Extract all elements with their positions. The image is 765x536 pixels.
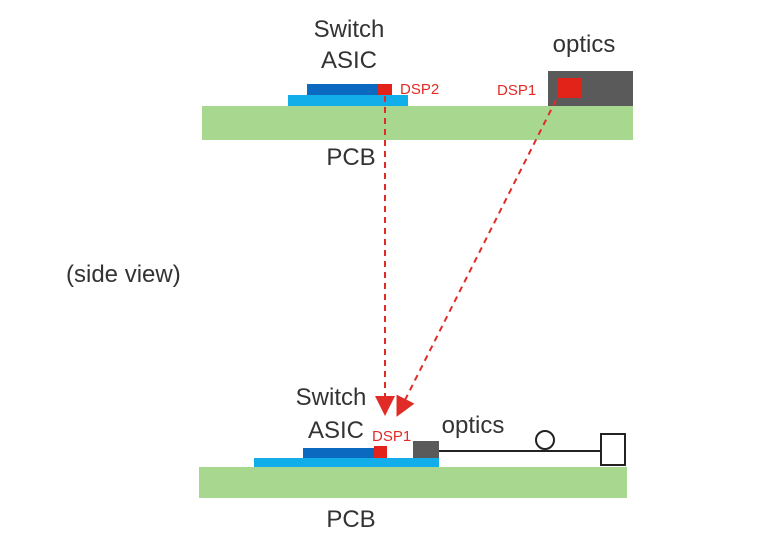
- top-optics-label: optics: [553, 31, 616, 58]
- fiber-connector-icon: [600, 433, 626, 466]
- fiber-loop-icon: [535, 430, 555, 450]
- top-dsp1-chip: [557, 78, 581, 98]
- bottom-pcb-label: PCB: [326, 506, 375, 533]
- migration-arrows: [375, 96, 557, 417]
- bottom-assembly: Switch ASIC DSP1 optics PCB: [199, 384, 627, 533]
- bottom-dsp1-chip: [374, 446, 387, 458]
- bottom-switch-label-line2: ASIC: [308, 417, 364, 444]
- arrow-dsp1-to-asic: [396, 99, 557, 417]
- top-switch-label-line1: Switch: [314, 16, 385, 43]
- bottom-pcb: [199, 467, 627, 498]
- bottom-asic-die: [303, 448, 387, 458]
- top-dsp2-chip: [378, 84, 392, 95]
- top-asic-substrate: [288, 95, 408, 106]
- top-pcb: [202, 106, 633, 140]
- bottom-dsp1-label: DSP1: [372, 428, 411, 445]
- top-asic-die: [307, 84, 389, 95]
- bottom-optics-label: optics: [442, 412, 505, 439]
- side-view-label: (side view): [66, 261, 181, 288]
- top-dsp2-label: DSP2: [400, 81, 439, 98]
- bottom-switch-label-line1: Switch: [296, 384, 367, 411]
- top-dsp1-label: DSP1: [497, 82, 536, 99]
- top-switch-label-line2: ASIC: [321, 47, 377, 74]
- bottom-asic-substrate: [254, 458, 439, 467]
- top-assembly: Switch ASIC DSP2 optics DSP1 PCB: [202, 16, 633, 171]
- top-pcb-label: PCB: [326, 144, 375, 171]
- bottom-optics-module: [413, 441, 439, 458]
